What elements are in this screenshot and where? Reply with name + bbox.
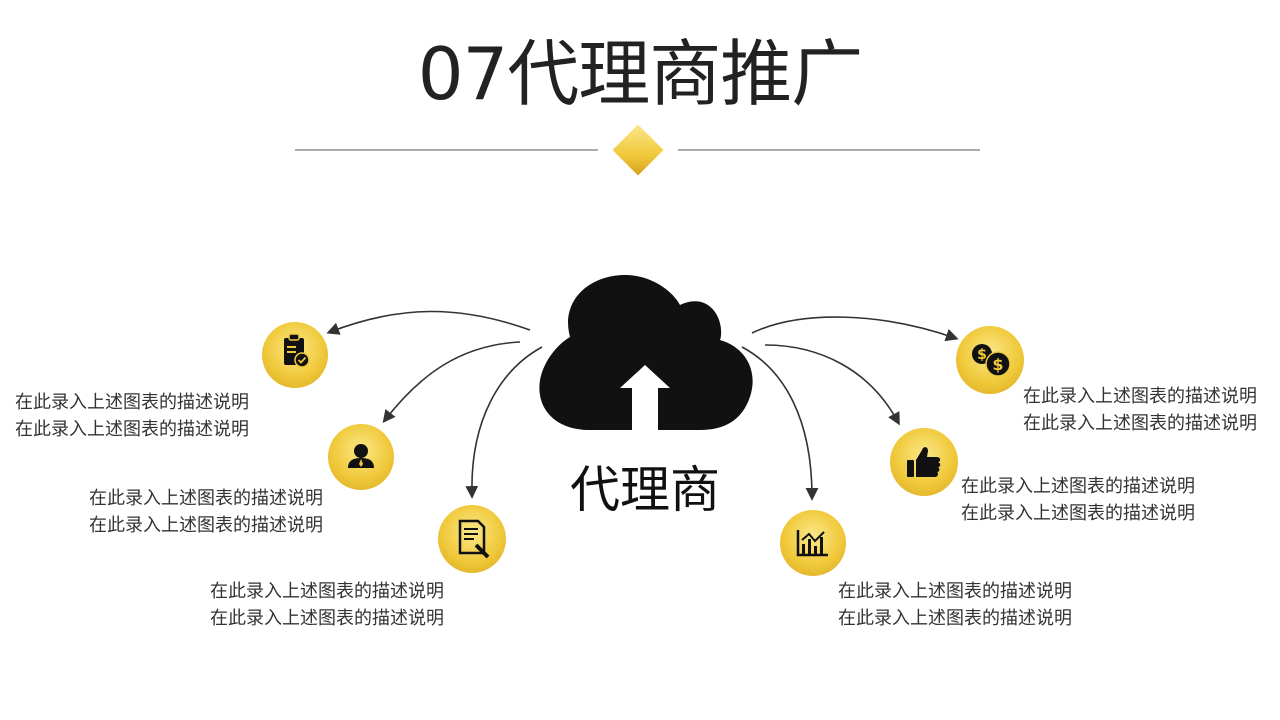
icon-circle-6: $ $ xyxy=(956,326,1024,394)
description-3: 在此录入上述图表的描述说明 在此录入上述图表的描述说明 xyxy=(210,578,444,632)
icon-circle-3 xyxy=(438,505,506,573)
coins-dollar-icon: $ $ xyxy=(972,344,1011,377)
description-5: 在此录入上述图表的描述说明 在此录入上述图表的描述说明 xyxy=(961,473,1195,527)
icon-circle-2 xyxy=(328,424,394,490)
description-4-line1: 在此录入上述图表的描述说明 xyxy=(838,581,1072,602)
description-5-line2: 在此录入上述图表的描述说明 xyxy=(961,503,1195,524)
description-3-line1: 在此录入上述图表的描述说明 xyxy=(210,581,444,602)
page-title: 07代理商推广 xyxy=(417,32,864,116)
description-6-line1: 在此录入上述图表的描述说明 xyxy=(1023,386,1257,407)
svg-text:$: $ xyxy=(977,347,987,363)
person-icon xyxy=(348,444,374,468)
description-1-line2: 在此录入上述图表的描述说明 xyxy=(15,419,249,440)
center-label: 代理商 xyxy=(570,461,720,519)
connector-arrows xyxy=(326,310,959,501)
cloud-upload-icon xyxy=(539,275,753,430)
description-4-line2: 在此录入上述图表的描述说明 xyxy=(838,608,1072,629)
description-2: 在此录入上述图表的描述说明 在此录入上述图表的描述说明 xyxy=(89,485,323,539)
clipboard-check-icon xyxy=(284,333,310,368)
svg-text:$: $ xyxy=(992,355,1003,374)
description-4: 在此录入上述图表的描述说明 在此录入上述图表的描述说明 xyxy=(838,578,1072,632)
arrow-2 xyxy=(382,341,521,424)
document-edit-icon xyxy=(458,519,490,559)
description-1: 在此录入上述图表的描述说明 在此录入上述图表的描述说明 xyxy=(15,389,249,443)
description-2-line1: 在此录入上述图表的描述说明 xyxy=(89,488,323,509)
diamond-ornament xyxy=(612,124,664,176)
bar-chart-icon xyxy=(796,530,828,557)
description-3-line2: 在此录入上述图表的描述说明 xyxy=(210,608,444,629)
arrow-5 xyxy=(764,344,900,426)
description-6-line2: 在此录入上述图表的描述说明 xyxy=(1023,413,1257,434)
arrow-4 xyxy=(741,346,819,501)
arrow-6 xyxy=(751,316,959,342)
arrow-1 xyxy=(326,310,531,335)
description-6: 在此录入上述图表的描述说明 在此录入上述图表的描述说明 xyxy=(1023,383,1257,437)
description-2-line2: 在此录入上述图表的描述说明 xyxy=(89,515,323,536)
description-1-line1: 在此录入上述图表的描述说明 xyxy=(15,392,249,413)
thumbs-up-icon xyxy=(907,447,941,477)
description-5-line1: 在此录入上述图表的描述说明 xyxy=(961,476,1195,497)
arrow-3 xyxy=(465,346,543,499)
icon-circle-4 xyxy=(780,510,846,576)
icon-circle-5 xyxy=(890,428,958,496)
icon-circle-1 xyxy=(262,322,328,388)
